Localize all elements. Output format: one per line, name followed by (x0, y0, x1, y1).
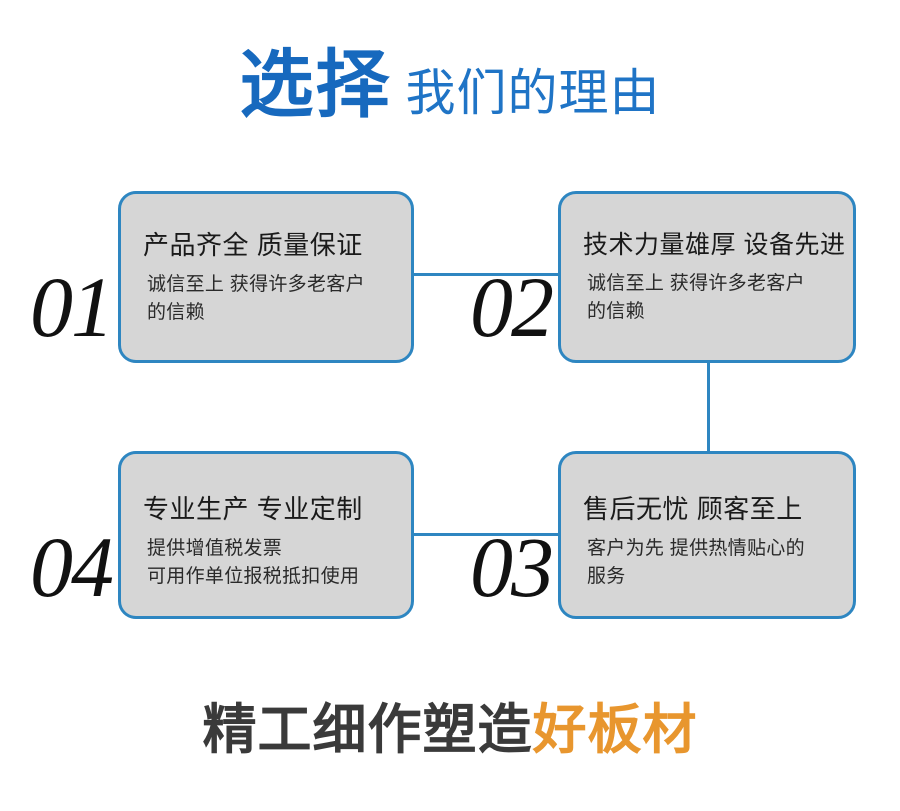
footer-slogan-accent: 好板材 (532, 700, 698, 760)
card-number-03: 03 (470, 519, 554, 615)
feature-card-title: 专业生产 专业定制 (143, 494, 363, 524)
connector-line-card2-card3 (707, 360, 710, 454)
card-number-01: 01 (30, 259, 114, 355)
connector-line-card1-card2 (330, 273, 620, 276)
feature-card-body: 客户为先 提供热情贴心的 服务 (583, 535, 839, 590)
feature-card-body-line: 的信赖 (587, 300, 645, 322)
feature-card-body-line: 客户为先 提供热情贴心的 (587, 538, 805, 560)
footer-slogan-dark: 精工细作塑造 (202, 700, 533, 760)
feature-card-title: 产品齐全 质量保证 (143, 230, 363, 260)
feature-card-body-line: 诚信至上 获得许多老客户 (147, 274, 365, 296)
feature-card-02: 技术力量雄厚 设备先进 诚信至上 获得许多老客户 的信赖 (558, 191, 856, 363)
feature-card-title: 售后无忧 顾客至上 (583, 494, 803, 524)
card-number-02: 02 (470, 259, 554, 355)
feature-card-body-line: 提供增值税发票 (147, 538, 283, 560)
feature-card-body-line: 可用作单位报税抵扣使用 (147, 565, 360, 587)
feature-card-body: 诚信至上 获得许多老客户 的信赖 (583, 270, 839, 325)
feature-card-body: 提供增值税发票 可用作单位报税抵扣使用 (143, 535, 397, 590)
feature-card-03: 售后无忧 顾客至上 客户为先 提供热情贴心的 服务 (558, 451, 856, 619)
feature-card-04: 专业生产 专业定制 提供增值税发票 可用作单位报税抵扣使用 (118, 451, 414, 619)
page-title-strong: 选择 (239, 43, 392, 126)
feature-card-title: 技术力量雄厚 设备先进 (583, 231, 846, 259)
connector-line-card4-card3 (330, 533, 620, 536)
feature-card-body-line: 服务 (587, 565, 626, 587)
feature-card-body-line: 的信赖 (147, 301, 205, 323)
page-title-light: 我们的理由 (405, 65, 661, 121)
feature-card-01: 产品齐全 质量保证 诚信至上 获得许多老客户 的信赖 (118, 191, 414, 363)
page-title: 选择我们的理由 (0, 48, 900, 122)
card-number-04: 04 (30, 519, 114, 615)
feature-card-body-line: 诚信至上 获得许多老客户 (587, 273, 805, 294)
feature-card-body: 诚信至上 获得许多老客户 的信赖 (143, 271, 397, 326)
footer-slogan: 精工细作塑造好板材 (0, 703, 900, 757)
